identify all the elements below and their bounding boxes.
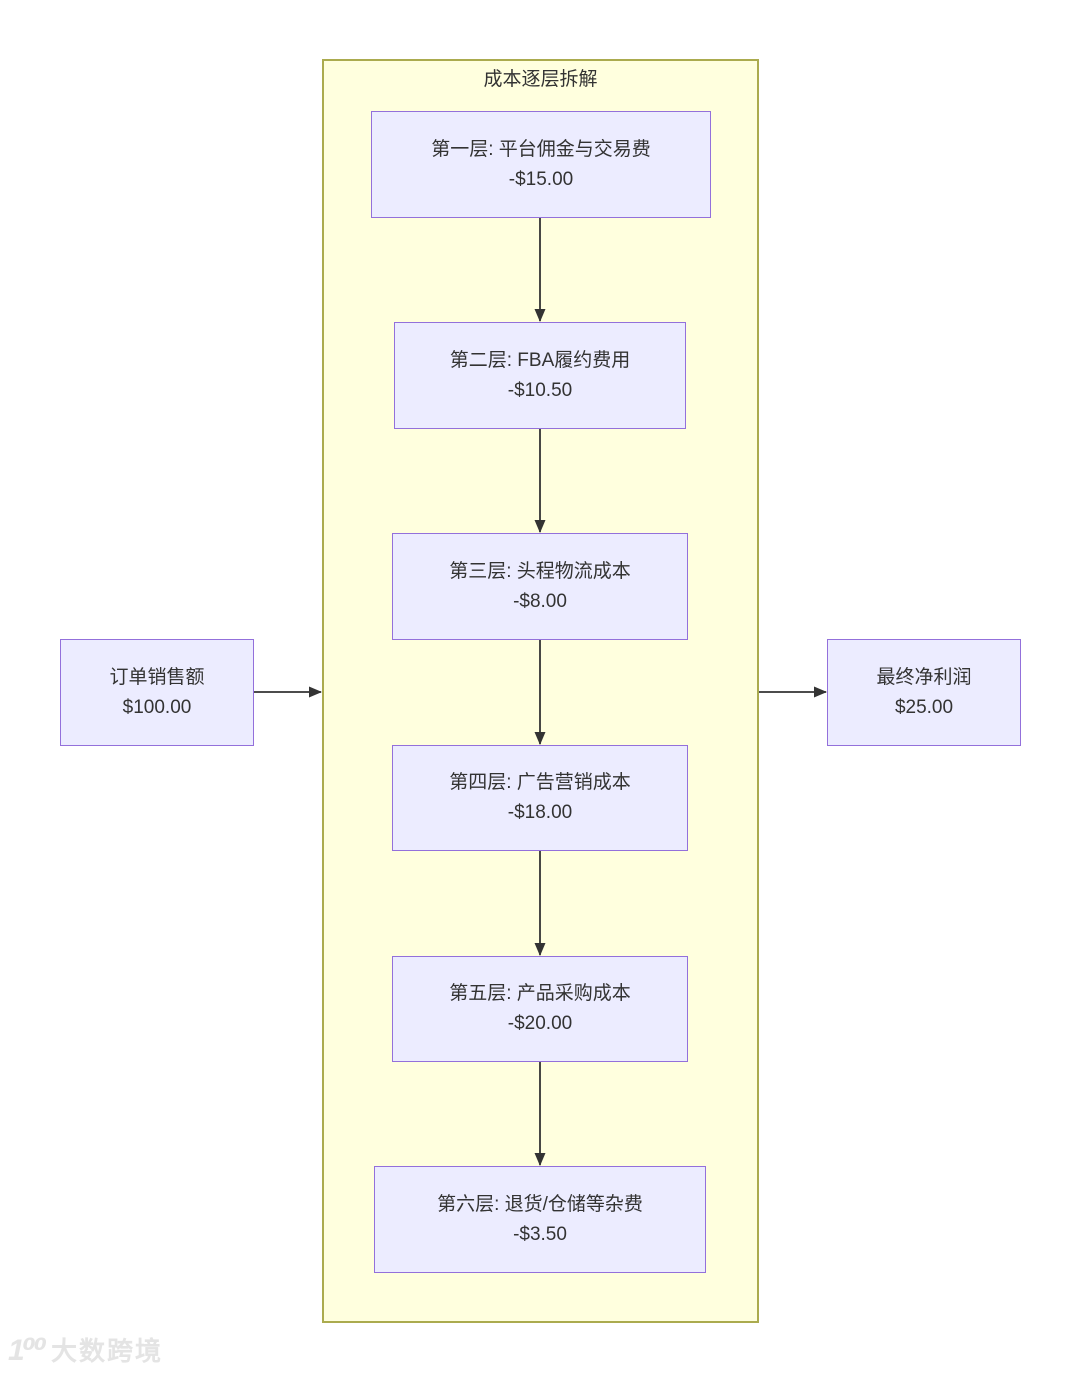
node-layer-3-first-leg-logistics: 第三层: 头程物流成本 -$8.00 [392,533,688,640]
node-label: 第五层: 产品采购成本 [449,983,631,1004]
node-layer-6-returns-storage: 第六层: 退货/仓储等杂费 -$3.50 [374,1166,706,1273]
node-label: 第一层: 平台佣金与交易费 [431,138,651,160]
node-value: -$20.00 [507,1013,573,1034]
node-layer-5-procurement: 第五层: 产品采购成本 -$20.00 [392,956,688,1062]
node-label: 订单销售额 [109,666,205,688]
node-label: 第二层: FBA履约费用 [449,349,631,371]
node-value: -$10.50 [507,379,573,401]
node-layer-4-ad-marketing: 第四层: 广告营销成本 -$18.00 [392,745,688,851]
node-label: 第六层: 退货/仓储等杂费 [437,1193,643,1215]
watermark: 1⁰⁰ 大数跨境 [8,1334,163,1368]
node-value: -$18.00 [507,802,573,823]
node-order-sales: 订单销售额 $100.00 [60,639,254,746]
node-label: 第四层: 广告营销成本 [449,772,631,793]
node-value: $100.00 [122,696,192,718]
node-layer-2-fba-fulfillment: 第二层: FBA履约费用 -$10.50 [394,322,686,429]
cluster-title: 成本逐层拆解 [483,69,598,90]
node-label: 第三层: 头程物流成本 [449,560,631,582]
node-value: -$3.50 [513,1223,567,1245]
node-net-profit: 最终净利润 $25.00 [827,639,1021,746]
node-label: 最终净利润 [876,666,972,688]
cost-breakdown-cluster: 成本逐层拆解 [322,59,759,1323]
watermark-text: 大数跨境 [50,1336,163,1366]
node-value: -$8.00 [513,590,567,612]
node-layer-1-platform-fees: 第一层: 平台佣金与交易费 -$15.00 [371,111,711,218]
node-value: -$15.00 [508,168,574,190]
watermark-logo-icon: 1⁰⁰ [8,1334,47,1367]
node-value: $25.00 [894,696,954,718]
